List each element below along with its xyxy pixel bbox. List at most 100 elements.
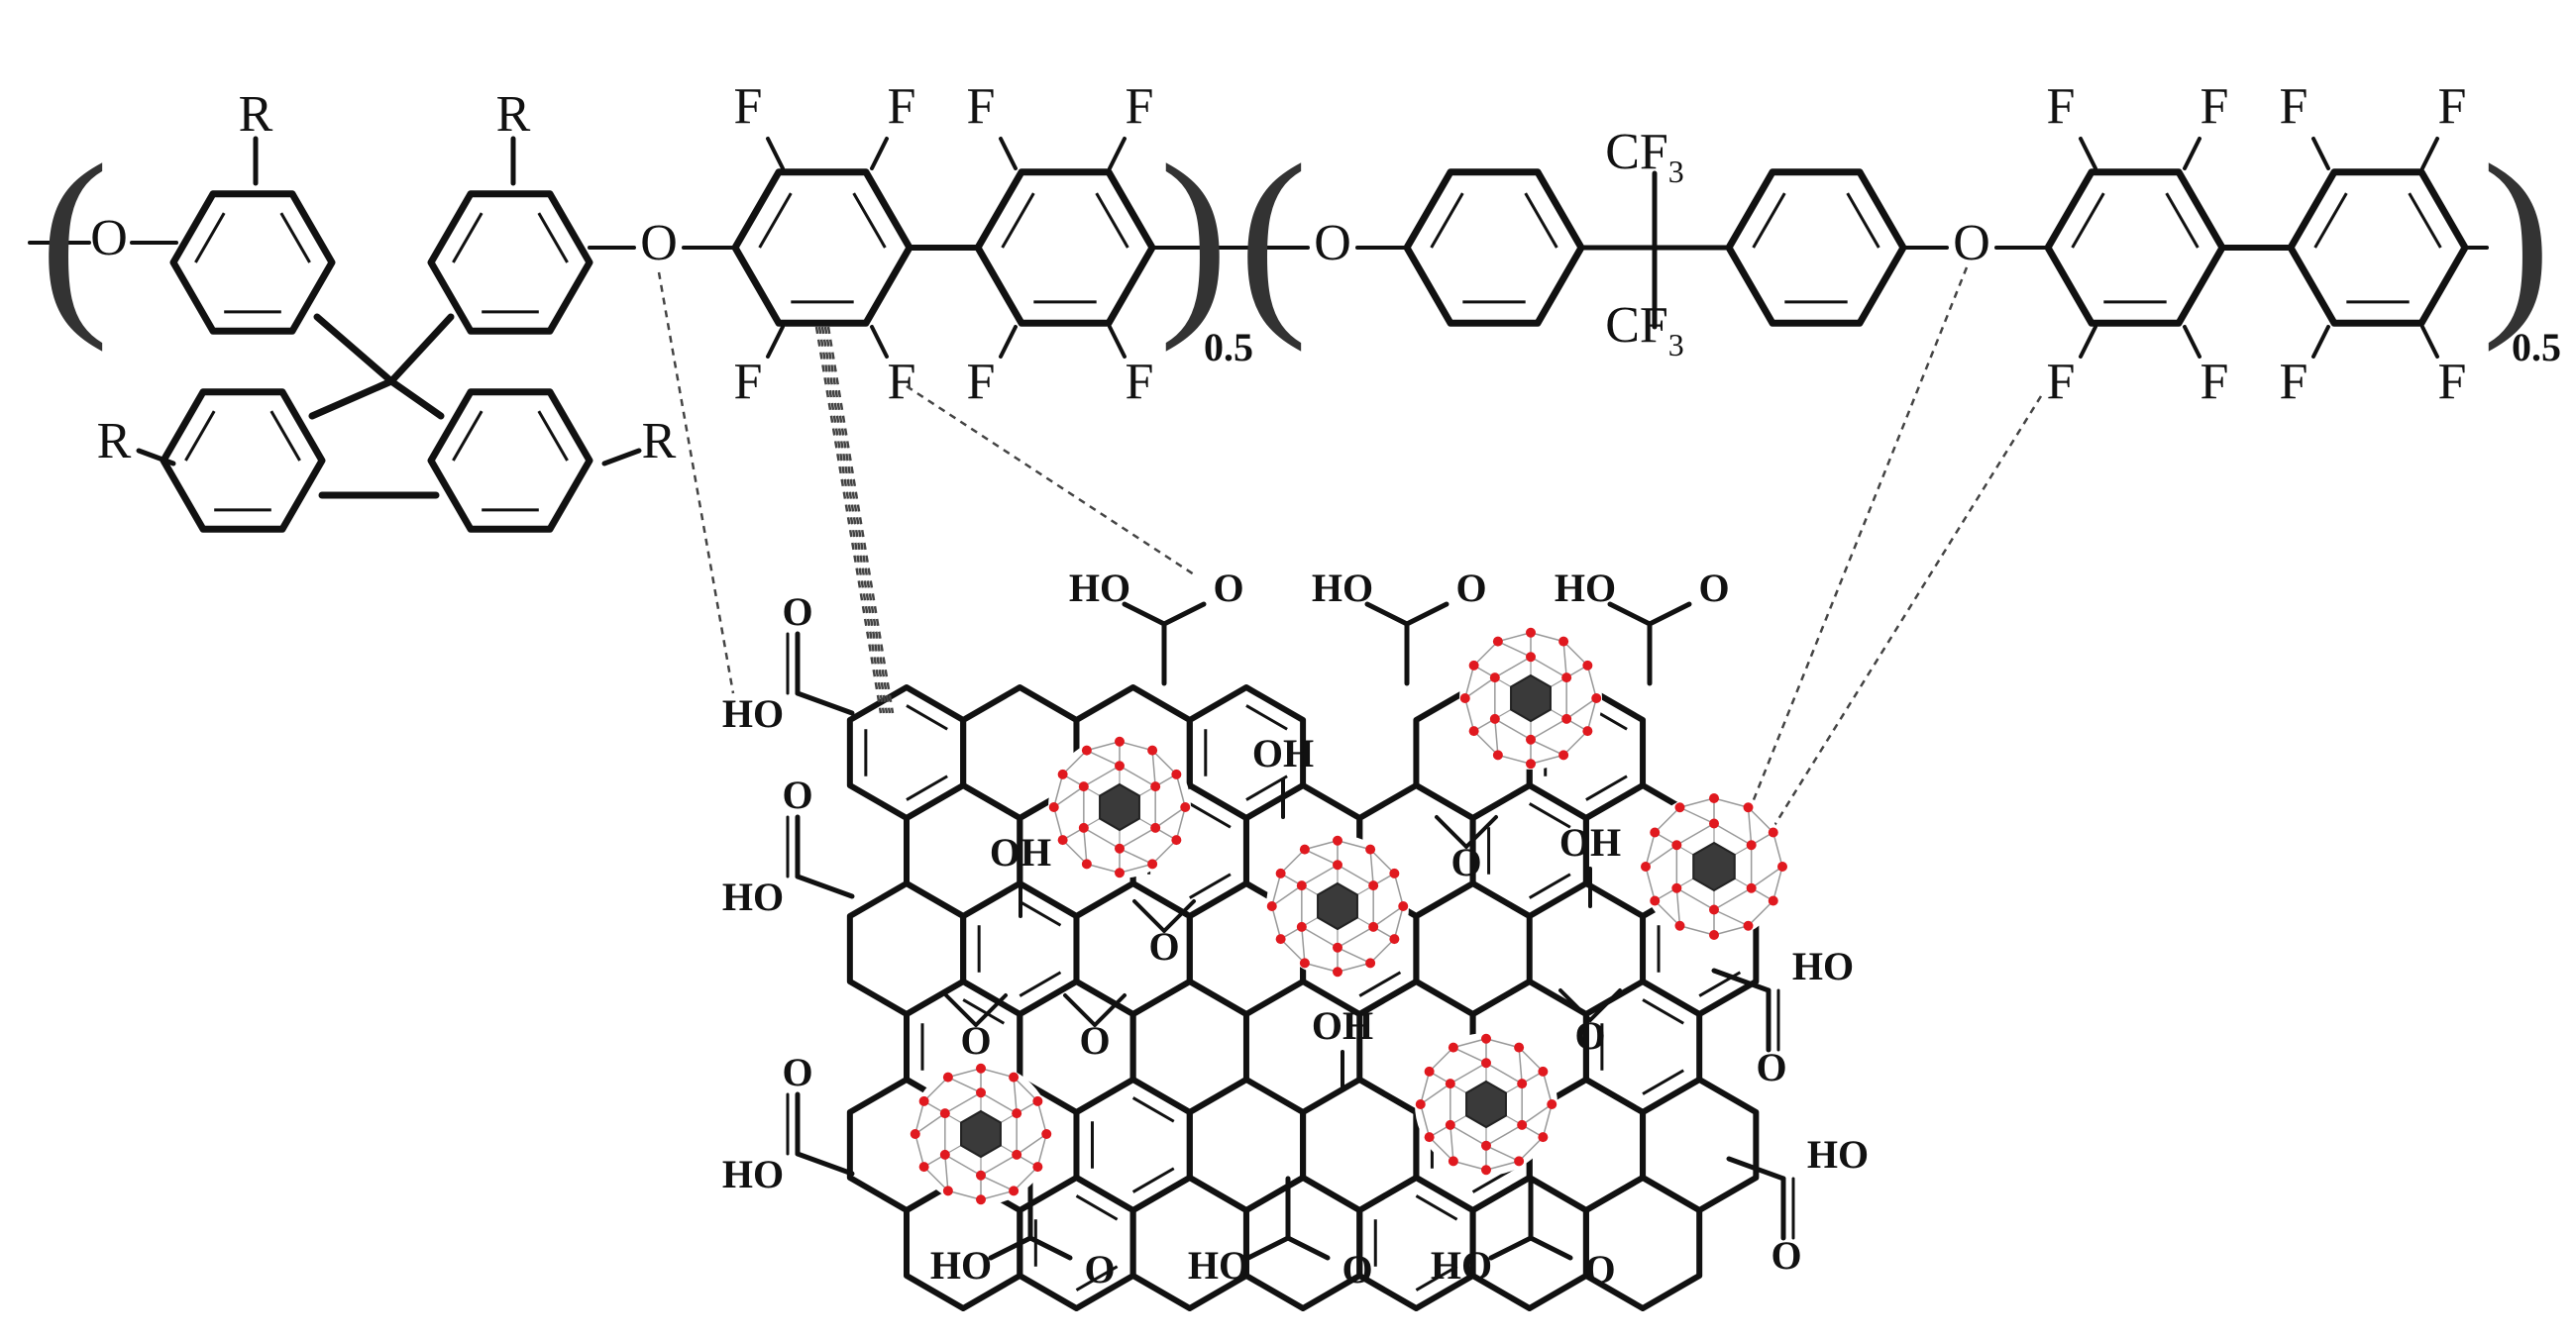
carboxyl-left-1 <box>786 631 855 716</box>
bond <box>313 313 395 385</box>
carbonyl-oxygen: O <box>782 1050 812 1094</box>
bond-c-f <box>2183 137 2201 170</box>
carbonyl-oxygen: O <box>1756 1045 1786 1089</box>
fluorine-atom: F <box>2438 78 2467 135</box>
bracket-close-2: ) <box>2482 123 2551 353</box>
bond-c-f <box>1108 137 1127 170</box>
fluorine-atom: F <box>2280 354 2308 410</box>
carboxyl-hydroxyl: HO <box>1792 944 1854 988</box>
cluster-layer <box>910 627 1788 1205</box>
bond-c-f <box>870 137 889 170</box>
carbonyl-oxygen: O <box>1698 566 1729 610</box>
hydroxyl-group: OH <box>1252 731 1314 775</box>
epoxy-oxygen: O <box>1450 840 1481 884</box>
polyoxometalate-cluster-icon <box>1048 736 1191 878</box>
carboxyl-hydroxyl: HO <box>722 875 784 919</box>
polyoxometalate-cluster-icon <box>910 1063 1052 1205</box>
polyoxometalate-cluster-icon <box>1266 835 1409 978</box>
bond <box>1122 601 1167 627</box>
bond <box>1161 601 1207 627</box>
carbonyl-oxygen: O <box>1771 1233 1801 1278</box>
fluorine-atom: F <box>2047 354 2076 410</box>
bisphenol-ring-1 <box>1403 168 1585 327</box>
bond <box>988 1235 1033 1261</box>
bond <box>1528 1235 1573 1261</box>
hydroxyl-group: OH <box>1312 1003 1373 1048</box>
bond <box>1464 815 1498 849</box>
perfluoro-ring-3 <box>2044 168 2226 327</box>
bond <box>136 448 176 466</box>
carboxyl-hydroxyl: HO <box>1431 1243 1492 1288</box>
bond-c-f <box>1108 325 1127 359</box>
bond <box>1404 601 1449 627</box>
carboxyl-top-3 <box>1607 601 1692 686</box>
bond-c-f <box>766 137 785 170</box>
fluorine-atom: F <box>888 78 916 135</box>
bond-c-f <box>999 325 1018 359</box>
bracket-close-1: ) <box>1159 123 1229 353</box>
bond <box>1245 1235 1291 1261</box>
polyoxometalate-cluster-icon <box>1459 627 1602 770</box>
carboxyl-bottom-2 <box>1245 1176 1331 1261</box>
ether-oxygen-1: O <box>90 210 128 266</box>
interaction-line <box>1747 266 1969 813</box>
ether-oxygen-2: O <box>640 215 678 271</box>
bond <box>1063 993 1097 1027</box>
bond <box>1711 968 1771 993</box>
hydroxyl-group: OH <box>990 830 1051 875</box>
carboxyl-hydroxyl: HO <box>1312 566 1373 610</box>
interaction-line-hatched <box>826 326 895 714</box>
bond-c-f <box>2420 137 2439 170</box>
perfluoro-ring-4 <box>2287 168 2469 327</box>
fluorine-atom: F <box>967 354 996 410</box>
fluorene-ring-left <box>160 388 326 533</box>
ether-oxygen-3: O <box>1314 215 1351 271</box>
interaction-line-hatched <box>823 326 892 714</box>
bond <box>1285 1235 1331 1261</box>
fluorine-atom: F <box>888 354 916 410</box>
phenyl-ring-right <box>427 190 593 335</box>
substituent-r-4: R <box>642 413 677 469</box>
carboxyl-top-2 <box>1364 601 1449 686</box>
bond <box>387 377 445 420</box>
carbonyl-oxygen: O <box>782 773 812 817</box>
carboxyl-top-1 <box>1122 601 1207 686</box>
bond-c-f <box>2183 325 2201 359</box>
fluorine-atom: F <box>967 78 996 135</box>
cf3-group-bottom: CF3 <box>1605 297 1684 362</box>
epoxy-oxygen: O <box>1079 1018 1110 1063</box>
fluorine-atom: F <box>2200 354 2229 410</box>
fraction-label-right: 0.5 <box>2512 325 2561 369</box>
carboxyl-right-1 <box>1711 968 1780 1053</box>
bond-c-f <box>766 325 785 359</box>
carbonyl-oxygen: O <box>1455 566 1486 610</box>
fraction-label-left: 0.5 <box>1204 325 1253 369</box>
bond <box>795 874 855 899</box>
bond <box>1647 601 1692 627</box>
bond <box>308 377 395 420</box>
interaction-line-hatched <box>814 326 883 714</box>
carboxyl-right-2 <box>1726 1156 1795 1241</box>
carboxyl-bottom-3 <box>1488 1176 1573 1261</box>
bond <box>1162 899 1196 933</box>
bond <box>974 993 1008 1027</box>
epoxy-oxygen: O <box>960 1018 991 1063</box>
phenyl-ring-left <box>169 190 336 335</box>
bond <box>1435 815 1468 849</box>
bond <box>1364 601 1410 627</box>
bond <box>1488 1235 1534 1261</box>
carboxyl-hydroxyl: HO <box>930 1243 992 1288</box>
carboxyl-bottom-1 <box>988 1176 1073 1261</box>
carbonyl-oxygen: O <box>1213 566 1243 610</box>
fluorine-atom: F <box>734 78 763 135</box>
bond <box>1726 1156 1786 1182</box>
bond <box>944 993 978 1027</box>
carboxyl-hydroxyl: HO <box>1069 566 1130 610</box>
carboxyl-hydroxyl: HO <box>1807 1132 1869 1177</box>
substituent-r-3: R <box>97 413 132 469</box>
interaction-line <box>1771 395 2043 828</box>
interaction-line <box>657 271 735 694</box>
